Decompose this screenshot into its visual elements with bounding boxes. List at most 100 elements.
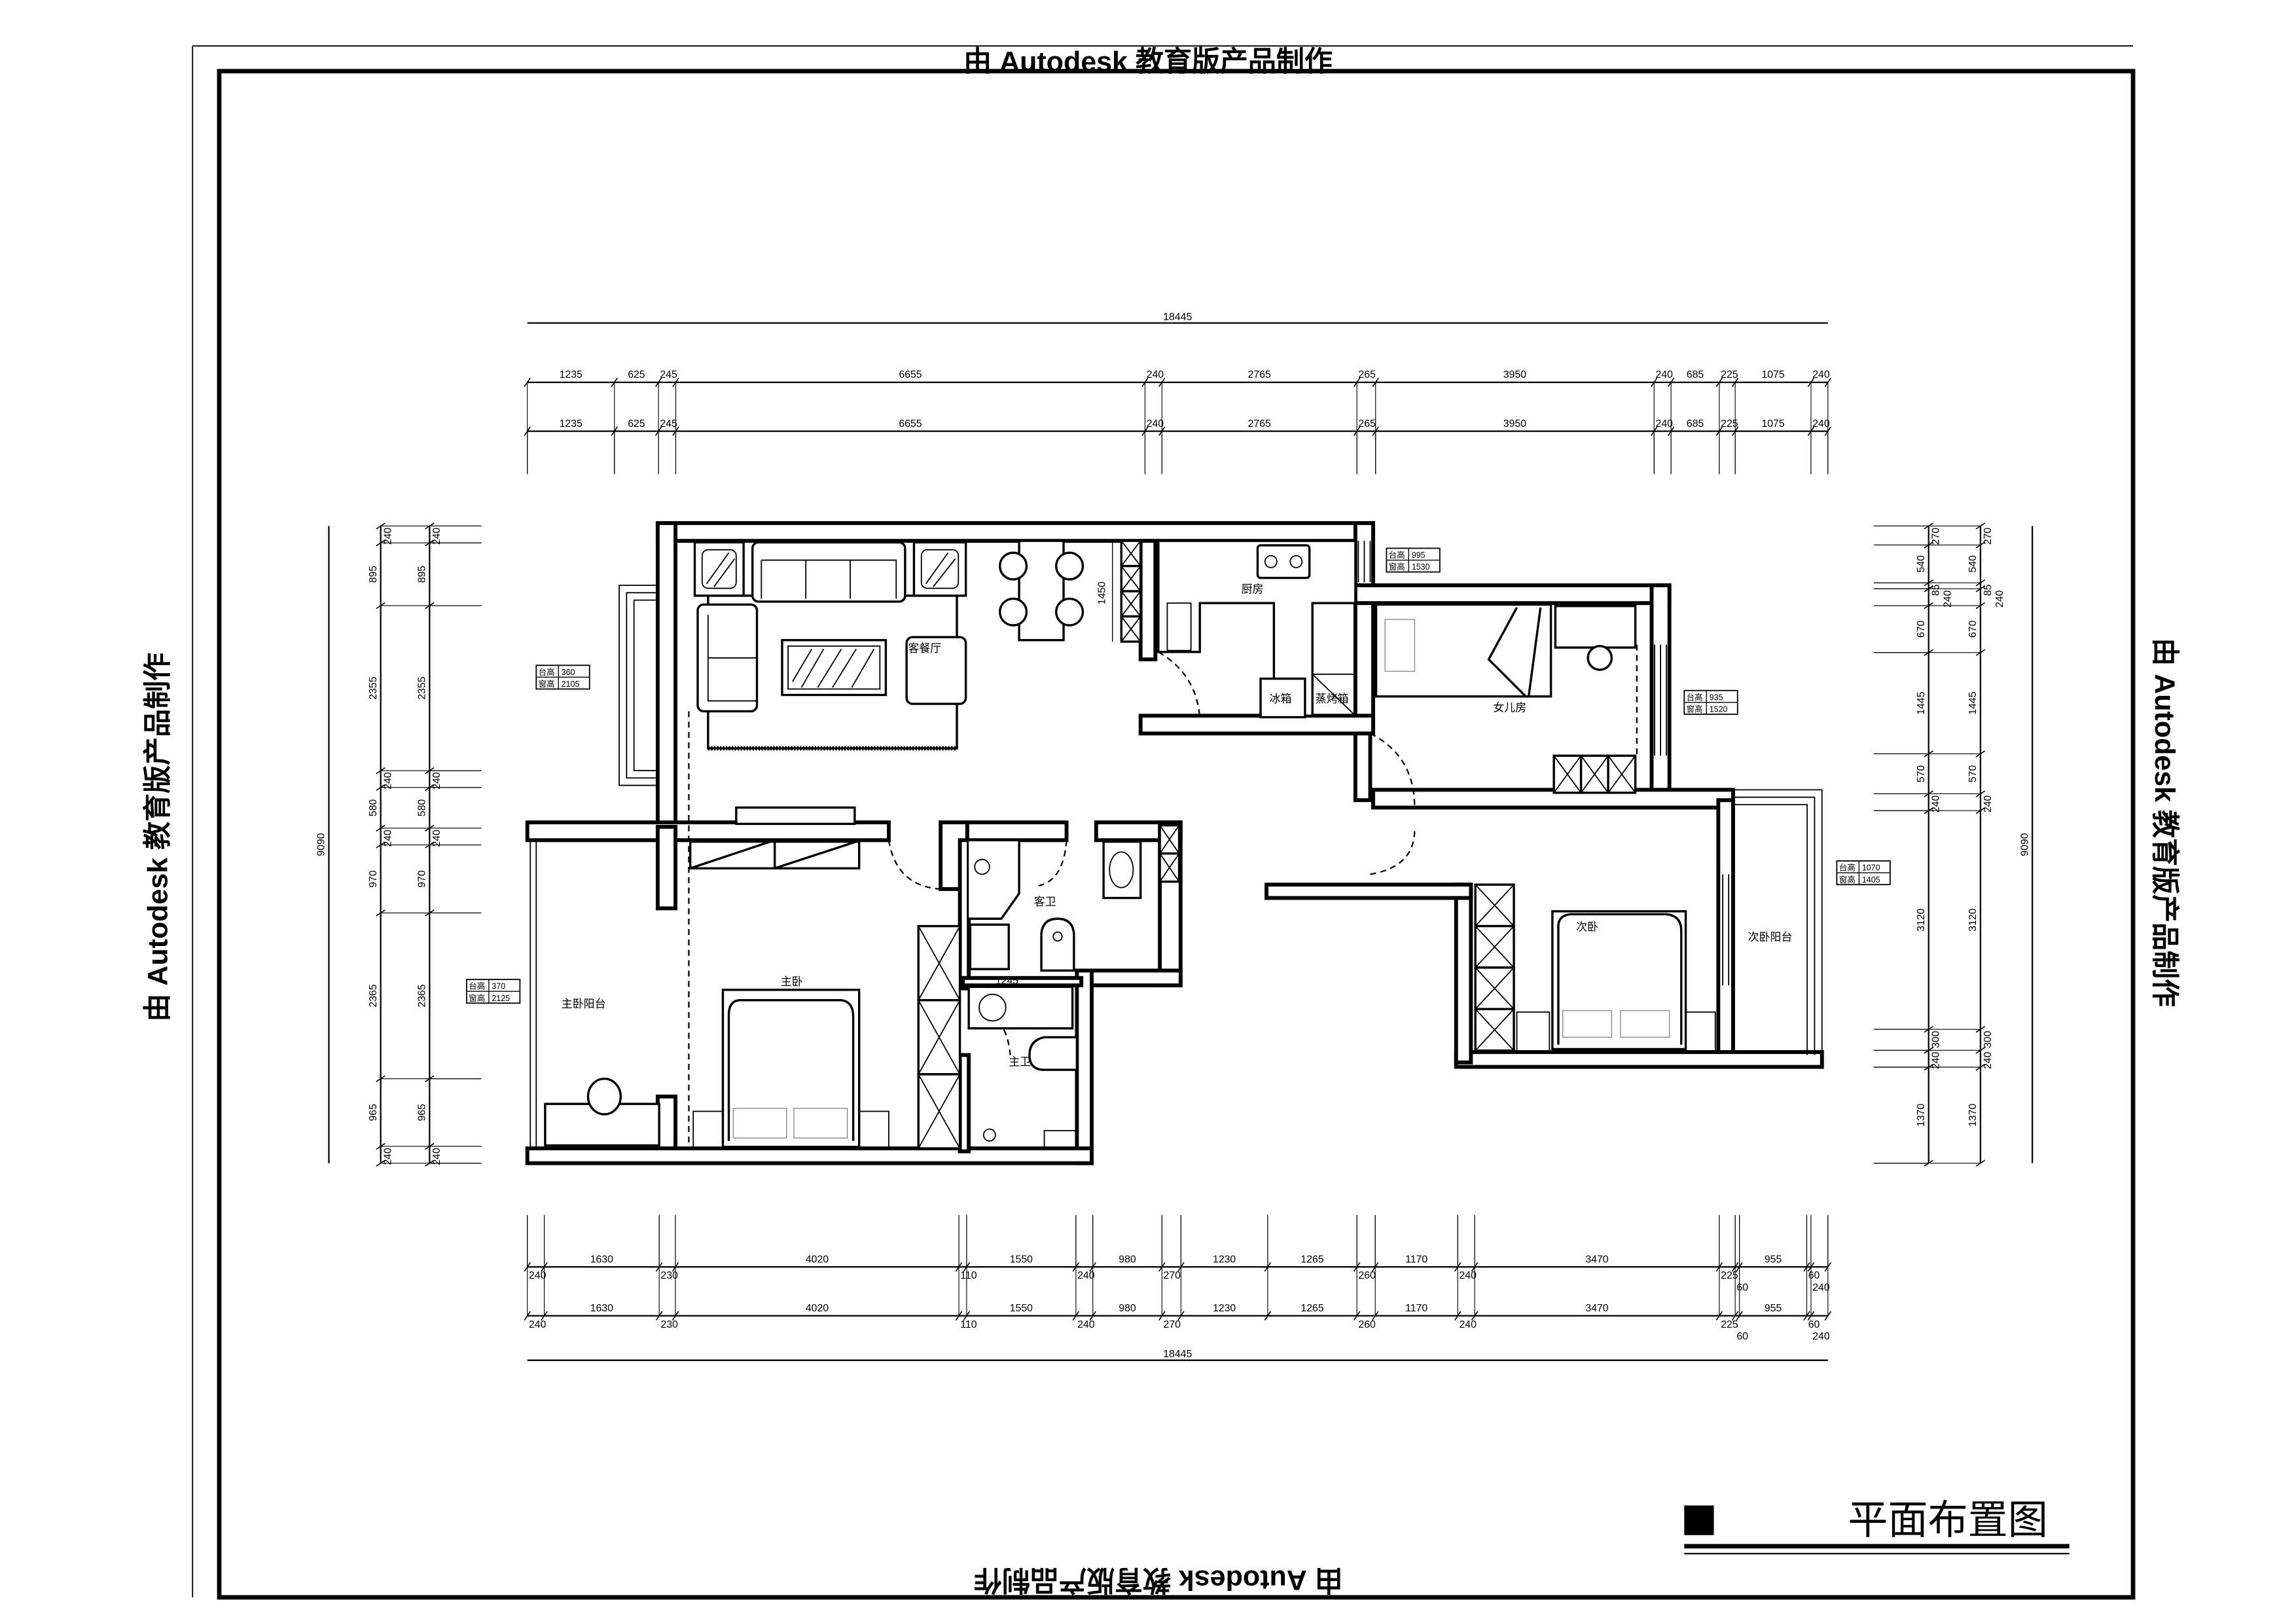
daughter-window	[1654, 644, 1668, 756]
label-second-balcony: 次卧阳台	[1748, 931, 1793, 943]
dimension-tick	[1975, 790, 1986, 797]
dimension-label: 225	[1721, 1319, 1738, 1330]
wardrobe-cross	[1607, 755, 1636, 793]
dimension-tick	[1264, 1311, 1272, 1321]
wall	[1265, 883, 1473, 900]
door-swing	[1037, 840, 1067, 887]
dimension-tick	[1975, 522, 1986, 530]
dimension-label: 240	[431, 772, 442, 790]
window-height: 2105	[562, 680, 580, 689]
dimension-tick	[425, 1075, 435, 1082]
dimension-tick	[1353, 377, 1361, 388]
sill-height: 995	[1412, 551, 1426, 560]
wardrobe-cross	[1475, 1008, 1515, 1051]
door-swing	[888, 840, 941, 890]
dimension-tick	[1667, 426, 1675, 436]
dimension-label: 670	[1916, 620, 1927, 638]
side-table	[693, 541, 745, 597]
nightstand	[692, 1110, 724, 1149]
watermark-right: 由 Autodesk 教育版产品制作	[2149, 638, 2180, 1007]
window-label: 窗高	[539, 679, 555, 689]
window-height: 1530	[1412, 562, 1430, 572]
dimension-tick	[655, 426, 662, 436]
dimension-tick	[1454, 1311, 1462, 1321]
dimension-tick	[1731, 426, 1739, 436]
shelf	[1043, 1129, 1078, 1149]
dimension-label: 85	[1982, 584, 1994, 596]
label-kitchen: 厨房	[1242, 583, 1264, 595]
dimension-label: 670	[1967, 620, 1979, 638]
dimension-tick	[611, 426, 618, 436]
dimension-label: 1370	[1916, 1104, 1927, 1127]
dimension-label: 240	[431, 1148, 442, 1165]
steam-oven	[1312, 673, 1356, 717]
dimension-label: 1445	[1916, 691, 1927, 714]
dimension-tick	[672, 1311, 679, 1321]
dimension-label: 6655	[899, 418, 922, 429]
kitchen-sink	[1166, 602, 1192, 651]
dimension-label: 60	[1808, 1270, 1820, 1281]
dimension-label: 1265	[1300, 1254, 1323, 1265]
daughter-bed	[1374, 603, 1552, 698]
wall	[958, 838, 971, 991]
label-master-bedroom: 主卧	[781, 976, 803, 988]
dimension-tick	[1158, 1311, 1166, 1321]
dim-dining-cabinet: 1450	[1096, 581, 1107, 604]
dimension-label: 240	[529, 1319, 547, 1330]
window-tags: 台高窗高3602105台高窗高9951530台高窗高9351520台高窗高107…	[466, 547, 1891, 1004]
wardrobe-cross	[1121, 540, 1141, 567]
toilet	[1040, 917, 1075, 972]
dimension-tick	[1824, 377, 1832, 388]
windows	[529, 541, 1823, 1149]
label-steam-oven: 蒸烤箱	[1316, 693, 1349, 705]
title-marker	[1684, 1505, 1714, 1535]
master-balcony-window	[529, 840, 537, 1149]
dimension-tick	[1975, 1063, 1986, 1071]
toilet-flush	[1052, 931, 1063, 942]
wardrobe-cross	[918, 926, 961, 1001]
wardrobe-cross	[1121, 566, 1141, 592]
gas-stove	[1256, 544, 1311, 579]
dimension-label: 955	[1765, 1254, 1782, 1265]
dimension-label: 895	[417, 566, 428, 583]
label-master-bath: 主卫	[1009, 1055, 1031, 1068]
wall	[1353, 731, 1372, 803]
wardrobe-cross	[1475, 884, 1515, 927]
dimension-tick	[1731, 377, 1739, 388]
bedroom-balcony-door	[1722, 874, 1730, 986]
watermark-bottom: 由 Autodesk 教育版产品制作	[974, 1564, 1343, 1596]
dimension-tick	[376, 522, 386, 530]
window-label: 窗高	[469, 993, 485, 1003]
label-daughter-room: 女儿房	[1493, 701, 1526, 714]
desk-chair	[1587, 645, 1613, 671]
wall	[958, 1053, 971, 1154]
dimension-label: 580	[368, 799, 379, 816]
sill-height: 370	[492, 982, 505, 991]
dimension-tick	[425, 909, 435, 917]
dimension-label: 60	[1736, 1282, 1748, 1293]
dimension-label: 240	[382, 1148, 393, 1165]
sheet-border	[217, 69, 2136, 1600]
wall	[1454, 1049, 1824, 1069]
dining-chair	[1054, 597, 1085, 627]
dimension-label: 570	[1916, 765, 1927, 783]
dimension-tick	[425, 539, 435, 547]
wall	[1138, 539, 1158, 662]
dimension-label: 2355	[417, 676, 428, 699]
dimension-tick	[1824, 1311, 1832, 1321]
coffee-table-top	[787, 645, 881, 690]
dimension-label: 1075	[1761, 418, 1784, 429]
dimension-tick	[1824, 426, 1832, 436]
sill-label: 台高	[1839, 863, 1856, 873]
burner	[1289, 555, 1303, 568]
dimension-label: 2365	[417, 984, 428, 1007]
dimension-label: 240	[1812, 418, 1830, 429]
sill-height: 360	[562, 668, 575, 677]
dimension-label: 300	[1931, 1030, 1942, 1048]
dimension-label: 240	[431, 830, 442, 847]
wall	[1075, 968, 1094, 1165]
